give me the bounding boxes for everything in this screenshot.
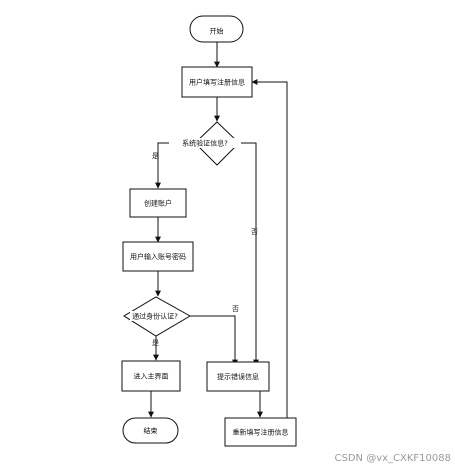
edge-auth-no — [190, 315, 238, 366]
watermark: CSDN @vx_CXKF10088 — [334, 453, 451, 464]
node-create-account: 创建账户 — [129, 188, 187, 218]
label-yes-2: 是 — [152, 339, 159, 347]
node-enter-main: 进入主界面 — [121, 360, 181, 392]
node-end: 结束 — [122, 417, 179, 444]
node-fill-register-label: 用户填写注册信息 — [189, 78, 245, 87]
edge-refill-to-fill — [251, 79, 288, 431]
edge-labels: 是 否 否 是 — [152, 152, 258, 347]
label-no-2: 否 — [232, 305, 239, 313]
node-enter-main-label: 进入主界面 — [134, 372, 169, 381]
node-refill-register-label: 重新填写注册信息 — [233, 428, 289, 437]
node-show-error: 提示错误信息 — [206, 361, 270, 392]
node-enter-credentials: 用户输入账号密码 — [122, 241, 194, 272]
node-verify: 系统验证信息? — [169, 121, 241, 166]
node-auth: 通过身份认证? — [123, 296, 192, 337]
label-no-1: 否 — [251, 228, 258, 236]
node-end-label: 结束 — [144, 426, 158, 435]
node-refill-register: 重新填写注册信息 — [224, 417, 297, 447]
edge-verify-no — [239, 142, 259, 366]
node-fill-register: 用户填写注册信息 — [181, 66, 253, 98]
label-yes-1: 是 — [152, 152, 159, 160]
node-create-account-label: 创建账户 — [144, 199, 172, 208]
edge-verify-yes — [155, 142, 195, 189]
node-verify-label: 系统验证信息? — [182, 139, 228, 148]
node-show-error-label: 提示错误信息 — [217, 372, 259, 381]
node-start: 开始 — [189, 15, 244, 43]
node-start-label: 开始 — [210, 27, 224, 36]
node-enter-credentials-label: 用户输入账号密码 — [130, 252, 186, 261]
node-auth-label: 通过身份认证? — [132, 312, 178, 321]
